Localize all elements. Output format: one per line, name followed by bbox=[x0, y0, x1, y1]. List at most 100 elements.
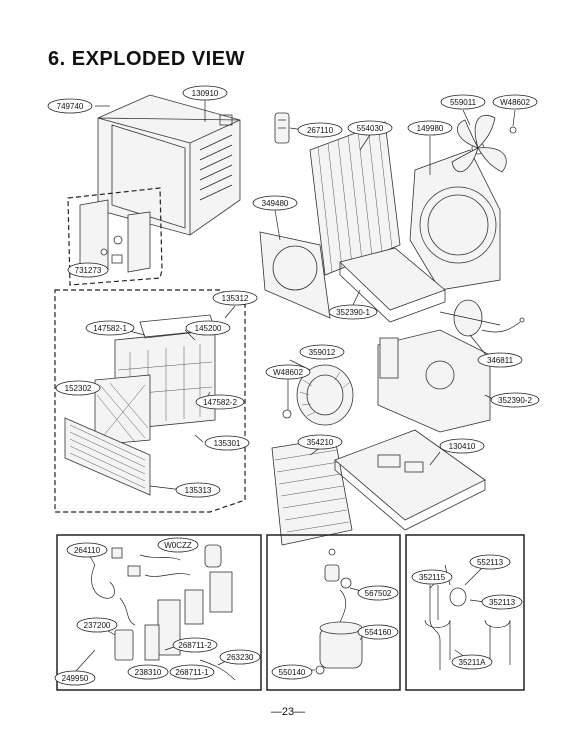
callout-label: 135313 bbox=[185, 486, 212, 495]
callout-W0CZZ: W0CZZ bbox=[157, 537, 199, 553]
callout-label: 130410 bbox=[449, 442, 476, 451]
callout-147582-2: 147582-2 bbox=[195, 394, 245, 410]
callout-label: 559011 bbox=[450, 98, 477, 107]
callout-567502: 567502 bbox=[357, 585, 399, 601]
callout-label: W48602 bbox=[273, 368, 303, 377]
blower-part bbox=[296, 364, 354, 426]
callout-label: 237200 bbox=[84, 621, 111, 630]
remote-part bbox=[274, 112, 290, 144]
electrical-parts-box bbox=[56, 534, 262, 691]
callout-130410: 130410 bbox=[439, 438, 485, 454]
callout-label: W0CZZ bbox=[164, 541, 192, 550]
nut-icon bbox=[509, 126, 517, 134]
callout-label: 249950 bbox=[62, 674, 89, 683]
callout-135301: 135301 bbox=[204, 435, 250, 451]
callout-149980: 149980 bbox=[407, 120, 453, 136]
callout-238310: 238310 bbox=[127, 664, 169, 680]
callout-label: 354210 bbox=[307, 438, 334, 447]
front-grille-outline bbox=[54, 289, 246, 513]
callout-554030: 554030 bbox=[347, 120, 393, 136]
control-panel-outline bbox=[67, 187, 163, 286]
scroll-housing-part bbox=[377, 329, 491, 433]
callout-label: 349480 bbox=[262, 199, 289, 208]
base-part bbox=[334, 429, 486, 531]
callout-35211A: 35211A bbox=[451, 654, 493, 670]
callout-352113: 352113 bbox=[481, 594, 523, 610]
callout-268711-1: 268711-1 bbox=[169, 664, 215, 680]
callout-264110: 264110 bbox=[66, 542, 108, 558]
callout-label: 359012 bbox=[309, 348, 336, 357]
callout-135312: 135312 bbox=[212, 290, 258, 306]
callout-label: 268711-1 bbox=[175, 668, 209, 677]
callout-147582-1: 147582-1 bbox=[85, 320, 135, 336]
callout-label: 352113 bbox=[489, 598, 516, 607]
callout-249950: 249950 bbox=[54, 670, 96, 686]
callout-label: 352390-2 bbox=[498, 396, 532, 405]
callout-label: 130910 bbox=[192, 89, 219, 98]
callout-label: 346811 bbox=[487, 356, 514, 365]
callout-label: 352115 bbox=[419, 573, 446, 582]
callout-label: 35211A bbox=[459, 658, 487, 667]
orifice-part bbox=[259, 231, 331, 319]
callout-559011: 559011 bbox=[440, 94, 486, 110]
cabinet-part bbox=[97, 94, 241, 236]
callout-268711-2: 268711-2 bbox=[172, 637, 218, 653]
callout-552113: 552113 bbox=[469, 554, 511, 570]
callout-130910: 130910 bbox=[182, 85, 228, 101]
callout-554160: 554160 bbox=[357, 624, 399, 640]
compressor-box bbox=[266, 534, 401, 691]
callout-731273: 731273 bbox=[67, 262, 109, 278]
piping-parts bbox=[424, 564, 511, 670]
callout-152302: 152302 bbox=[55, 380, 101, 396]
callout-label: 267110 bbox=[307, 126, 334, 135]
callout-267110: 267110 bbox=[297, 122, 343, 138]
callout-label: 263230 bbox=[227, 653, 254, 662]
propeller-fan-part bbox=[451, 114, 507, 173]
callout-label: 554030 bbox=[357, 124, 384, 133]
callout-label: 149980 bbox=[417, 124, 444, 133]
callout-label: 145200 bbox=[195, 324, 222, 333]
callout-145200: 145200 bbox=[185, 320, 231, 336]
filter-part bbox=[94, 374, 151, 446]
callout-label: 135312 bbox=[222, 294, 249, 303]
grille-part bbox=[64, 417, 151, 496]
callout-label: 264110 bbox=[74, 546, 101, 555]
callout-W48602-mid: W48602 bbox=[265, 364, 311, 380]
callout-352390-2: 352390-2 bbox=[490, 392, 540, 408]
callout-label: 147582-2 bbox=[203, 398, 237, 407]
callout-749740: 749740 bbox=[47, 98, 93, 114]
callout-550140: 550140 bbox=[271, 664, 313, 680]
callout-label: 554160 bbox=[365, 628, 392, 637]
callout-W48602-top: W48602 bbox=[492, 94, 538, 110]
callout-label: 147582-1 bbox=[93, 324, 127, 333]
callout-label: 550140 bbox=[279, 668, 306, 677]
base-pan-part bbox=[339, 247, 446, 323]
callout-349480: 349480 bbox=[252, 195, 298, 211]
callout-label: W48602 bbox=[500, 98, 530, 107]
callout-237200: 237200 bbox=[76, 617, 118, 633]
piping-box bbox=[405, 534, 525, 691]
callout-label: 135301 bbox=[214, 439, 241, 448]
nut-icon bbox=[282, 409, 292, 419]
callout-label: 268711-2 bbox=[178, 641, 212, 650]
evaporator-part bbox=[271, 437, 353, 546]
callout-359012: 359012 bbox=[299, 344, 345, 360]
callout-135313: 135313 bbox=[175, 482, 221, 498]
callout-354210: 354210 bbox=[297, 434, 343, 450]
callout-263230: 263230 bbox=[219, 649, 261, 665]
callout-label: 352390-1 bbox=[336, 308, 370, 317]
motor-part bbox=[439, 299, 525, 337]
compressor-part bbox=[315, 548, 363, 675]
callout-label: 731273 bbox=[75, 266, 102, 275]
electrical-parts bbox=[91, 544, 236, 681]
callout-352115: 352115 bbox=[411, 569, 453, 585]
callout-label: 749740 bbox=[57, 102, 84, 111]
callout-352390-1: 352390-1 bbox=[328, 304, 378, 320]
callout-label: 552113 bbox=[477, 558, 504, 567]
shroud-part bbox=[409, 149, 501, 291]
callout-label: 152302 bbox=[65, 384, 92, 393]
page-title: 6. EXPLODED VIEW bbox=[48, 48, 245, 70]
callout-346811: 346811 bbox=[477, 352, 523, 368]
page-number: —23— bbox=[270, 706, 306, 718]
